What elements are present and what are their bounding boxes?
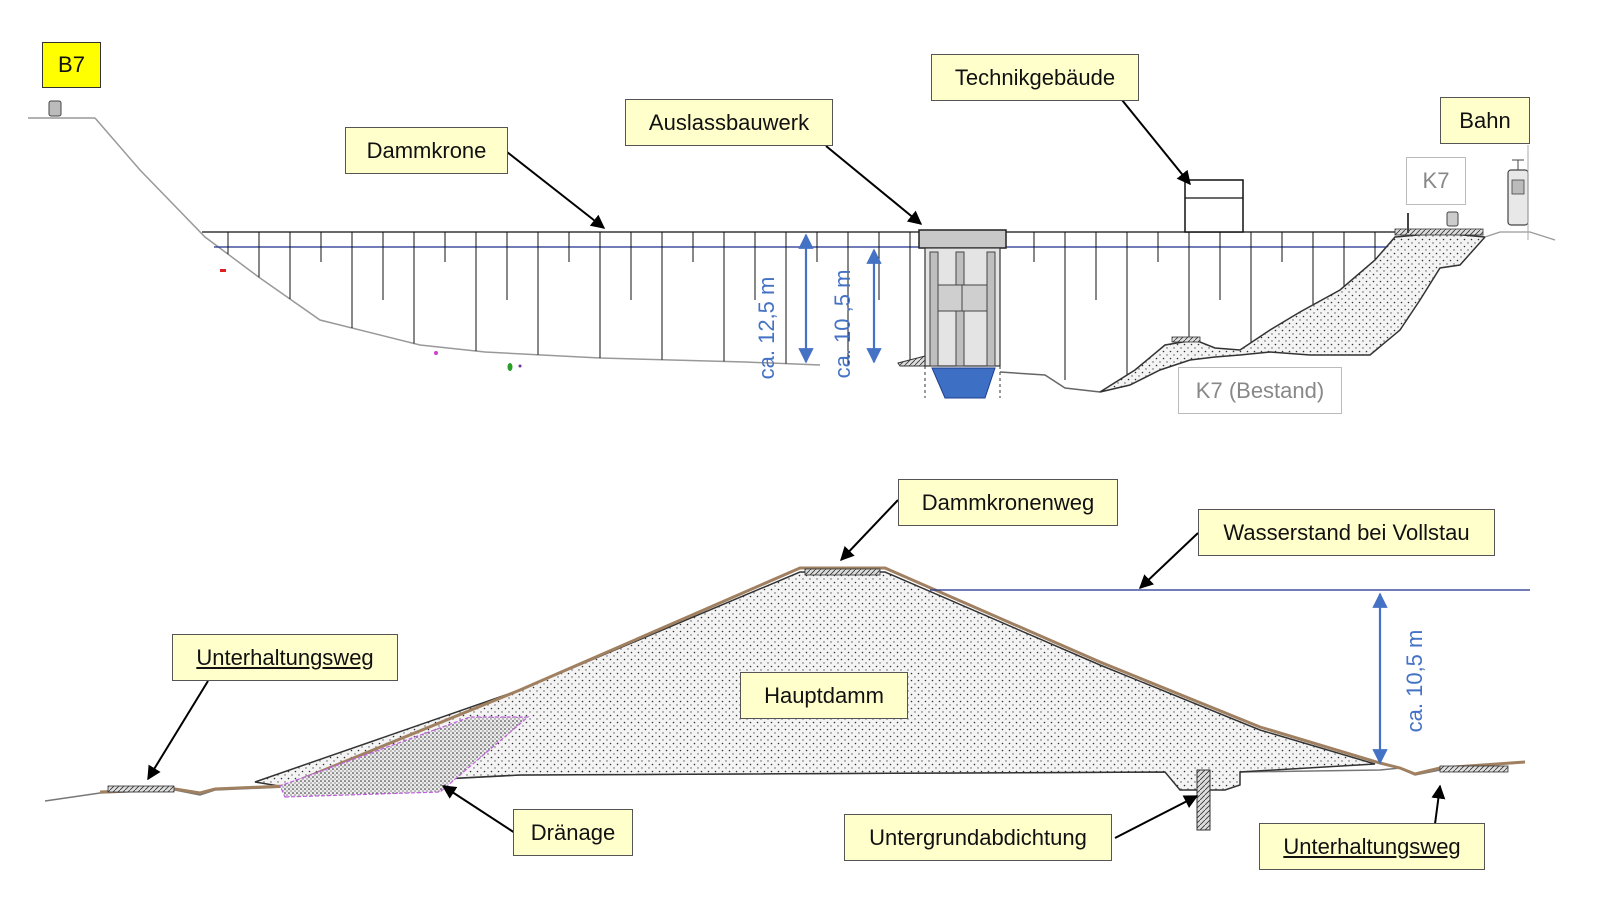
- marker-purple: [518, 364, 522, 368]
- arrow-draenage: [441, 785, 516, 834]
- marker-magenta: [434, 351, 438, 355]
- label-dammkrone: Dammkrone: [345, 127, 508, 174]
- drainage-zone: [279, 716, 530, 798]
- label-unterhaltungsweg-right-text: Unterhaltungsweg: [1283, 833, 1461, 859]
- maintenance-road-left: [107, 785, 175, 793]
- technikgebaeude-building: [1184, 179, 1244, 233]
- vehicle-icon-b7: [48, 100, 62, 117]
- label-b7: B7: [42, 42, 101, 88]
- label-k7: K7: [1406, 157, 1466, 205]
- maintenance-road-right: [1439, 765, 1509, 773]
- label-draenage-text: Dränage: [530, 819, 616, 845]
- label-dammkrone-text: Dammkrone: [366, 137, 487, 163]
- outlet-base: [931, 367, 996, 399]
- label-technikgebaeude: Technikgebäude: [931, 54, 1139, 101]
- label-untergrundabdichtung: Untergrundabdichtung: [844, 814, 1112, 861]
- label-bahn-text: Bahn: [1459, 107, 1511, 133]
- label-unterhaltungsweg-right: Unterhaltungsweg: [1259, 823, 1485, 870]
- top-cross-section: [28, 99, 1556, 399]
- label-untergrundabdichtung-text: Untergrundabdichtung: [869, 824, 1087, 850]
- dim-label-10-5-bottom: ca. 10,5 m: [1402, 629, 1427, 733]
- marker-green: [507, 363, 513, 371]
- label-b7-text: B7: [58, 52, 85, 77]
- arrow-dammkronenweg: [840, 499, 899, 562]
- label-hauptdamm-text: Hauptdamm: [764, 682, 884, 708]
- terrain-right-bottom: [999, 371, 1101, 393]
- dim-label-10-5-top: ca. 10 ,5 m: [830, 269, 855, 379]
- label-k7-text: K7: [1422, 168, 1450, 193]
- crest-road: [804, 568, 881, 576]
- terrain-right-edge: [1484, 231, 1556, 241]
- label-k7-bestand-text: K7 (Bestand): [1195, 377, 1325, 403]
- train-icon: [1507, 145, 1529, 240]
- label-draenage: Dränage: [513, 809, 633, 856]
- arrow-untergrundabdichtung: [1114, 795, 1199, 839]
- label-auslassbauwerk: Auslassbauwerk: [625, 99, 833, 146]
- label-unterhaltungsweg-left: Unterhaltungsweg: [172, 634, 398, 681]
- slope-cover: [99, 566, 1526, 795]
- terrain-left: [94, 117, 821, 366]
- k7-road-top: [1394, 228, 1484, 236]
- arrow-auslassbauwerk: [825, 145, 923, 225]
- k7-embankment: [1099, 232, 1487, 393]
- arrow-technikgebaeude: [1121, 99, 1191, 186]
- label-hauptdamm: Hauptdamm: [740, 672, 908, 719]
- label-wasserstand: Wasserstand bei Vollstau: [1198, 509, 1495, 556]
- label-k7-bestand: K7 (Bestand): [1178, 367, 1342, 414]
- arrow-dammkrone: [506, 151, 606, 229]
- label-unterhaltungsweg-left-text: Unterhaltungsweg: [196, 644, 374, 670]
- dim-label-12-5: ca. 12,5 m: [754, 276, 779, 380]
- outlet-structure: [918, 229, 1007, 399]
- arrow-wasserstand: [1138, 532, 1199, 589]
- marker-red: [220, 269, 226, 272]
- arrow-unterhaltungsweg-left: [147, 680, 209, 781]
- label-technikgebaeude-text: Technikgebäude: [954, 64, 1116, 90]
- label-dammkronenweg-text: Dammkronenweg: [921, 489, 1095, 515]
- arrow-unterhaltungsweg-right: [1431, 784, 1446, 825]
- cutoff-wall: [1196, 769, 1211, 831]
- label-wasserstand-text: Wasserstand bei Vollstau: [1223, 519, 1470, 545]
- vehicle-icon-k7: [1446, 211, 1459, 227]
- crest-posts: [227, 232, 1376, 380]
- k7-bestand-road: [1171, 336, 1201, 343]
- label-dammkronenweg: Dammkronenweg: [898, 479, 1118, 526]
- outlet-road-left: [897, 355, 926, 367]
- label-auslassbauwerk-text: Auslassbauwerk: [648, 109, 810, 135]
- label-bahn: Bahn: [1440, 97, 1530, 144]
